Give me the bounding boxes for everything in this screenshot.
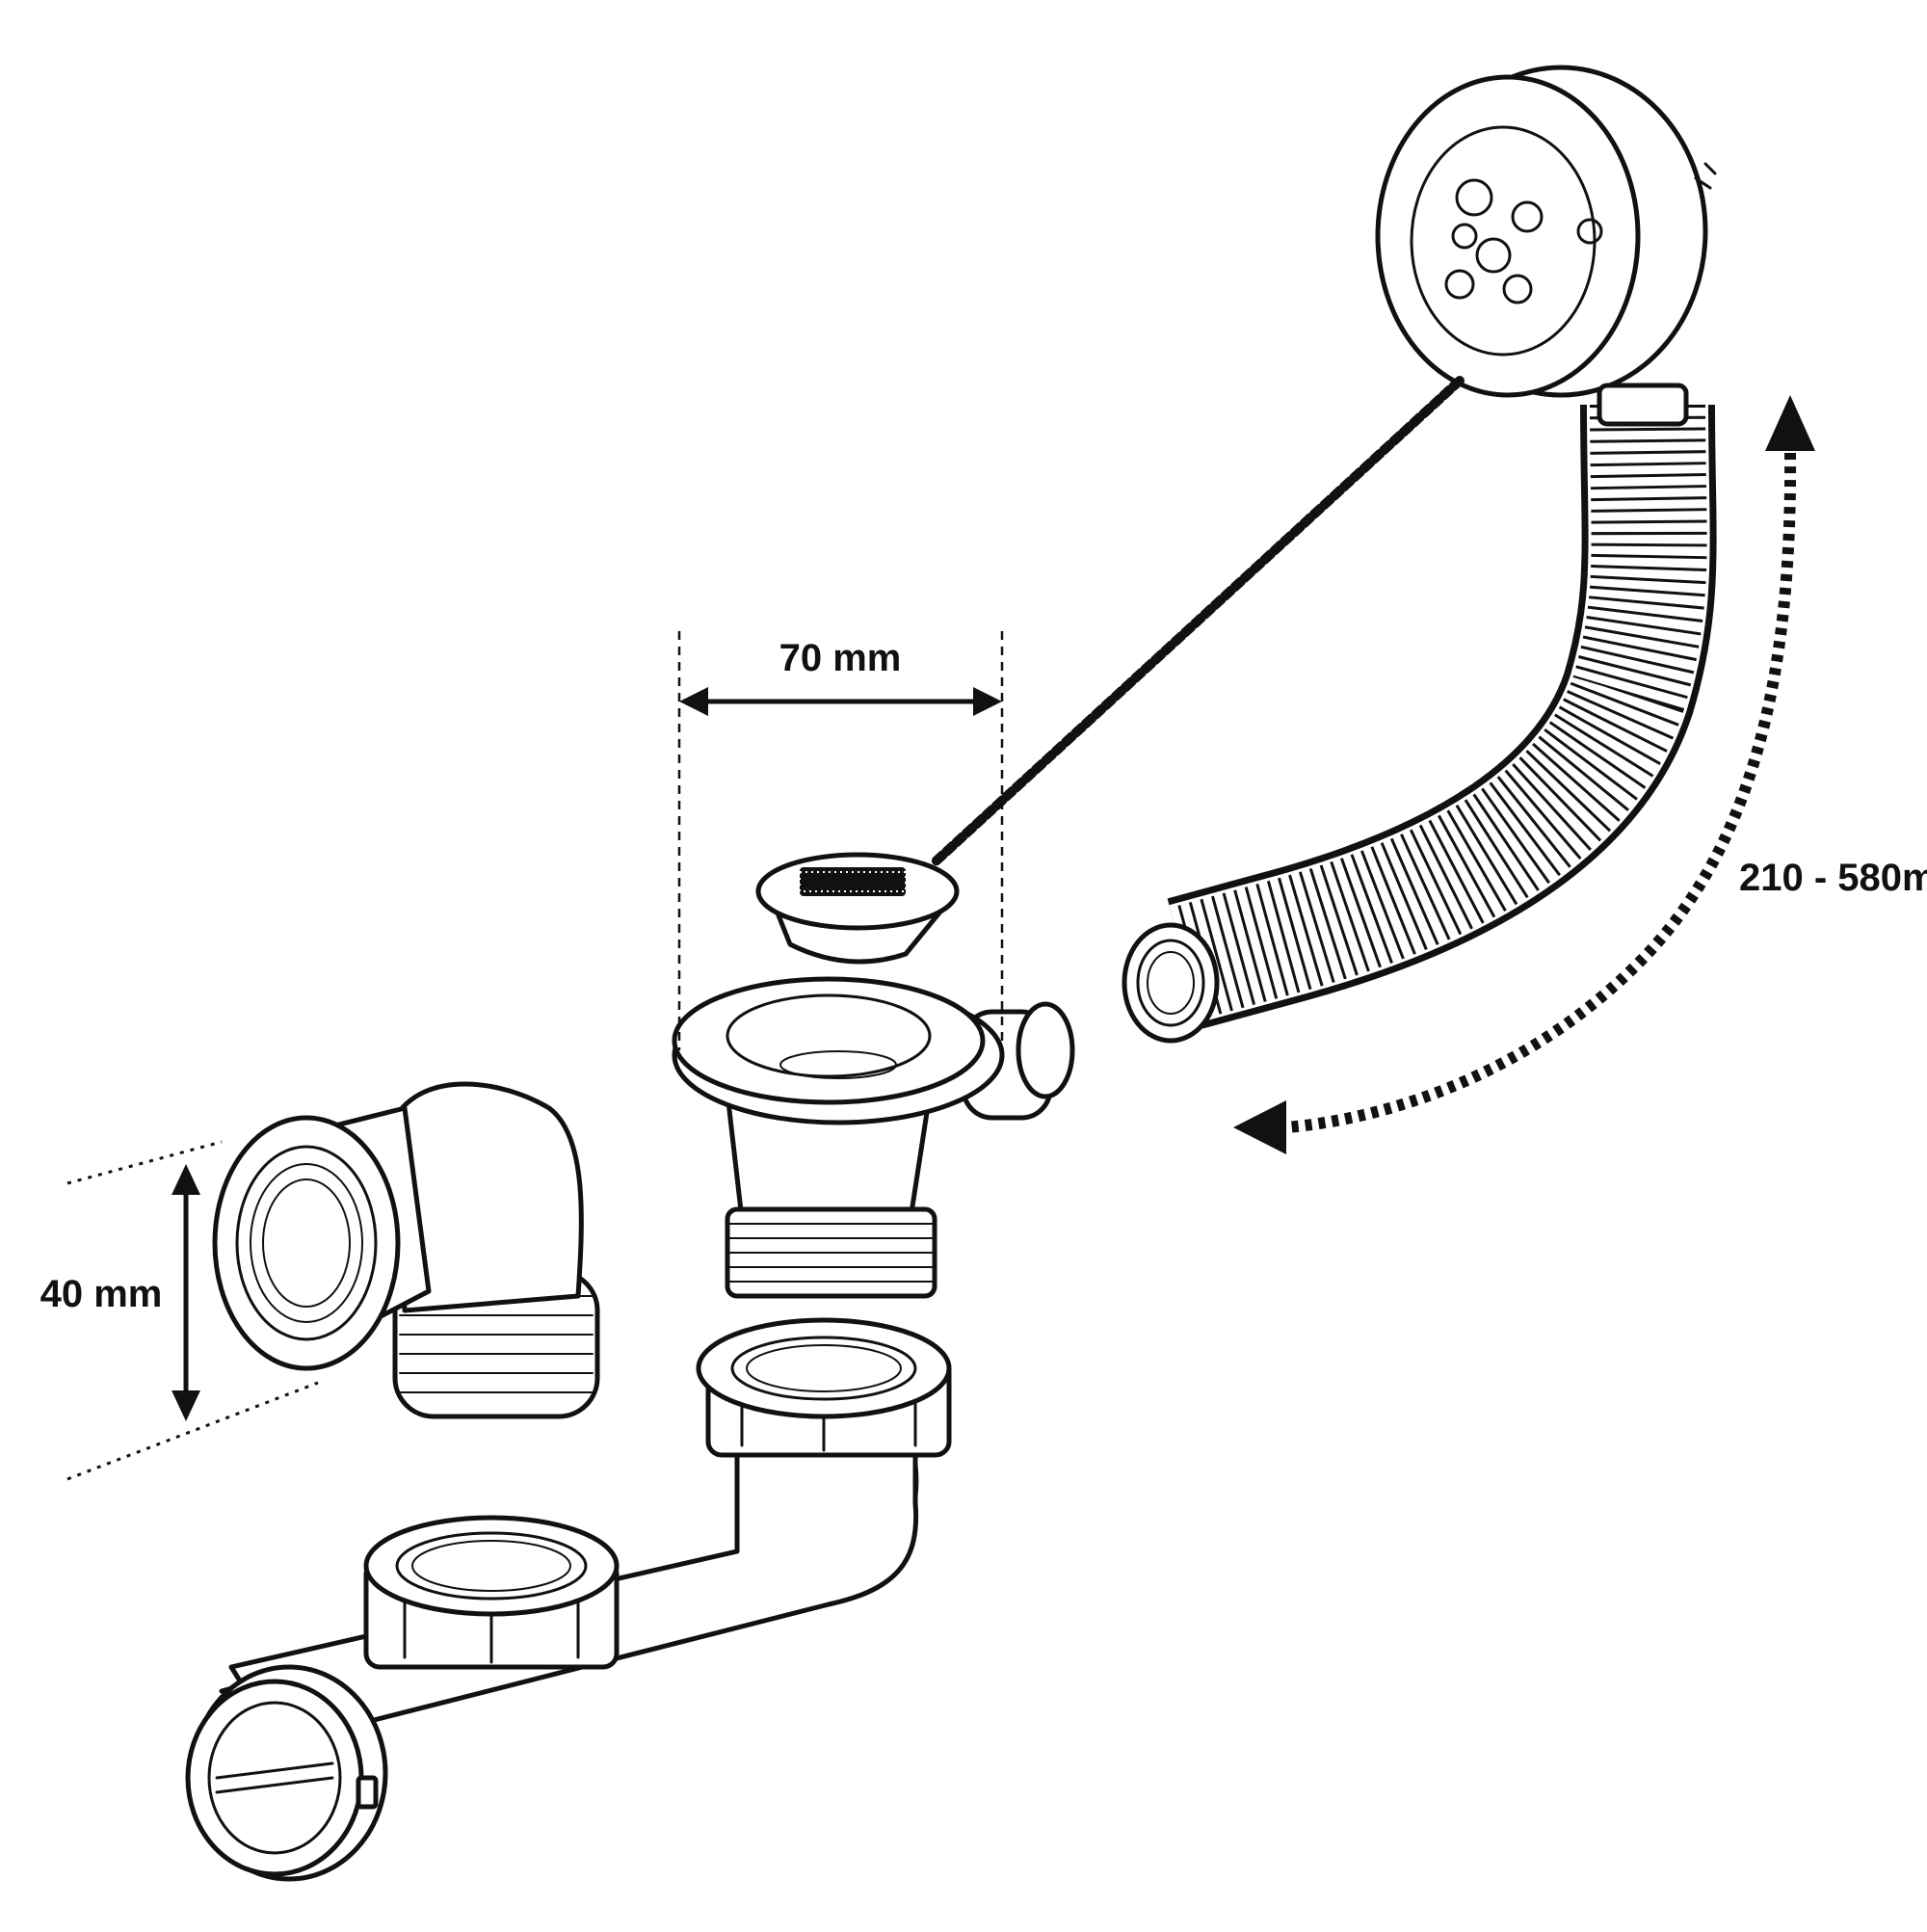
plug-stopper: [755, 852, 960, 965]
arrow-down-icon: [172, 1390, 200, 1421]
chain: [930, 376, 1465, 867]
pipe-dimension: 40 mm: [40, 1140, 319, 1481]
arrow-left-icon: [679, 687, 708, 716]
overflow-head: [1375, 65, 1717, 398]
hose-length-dimension: 210 - 580mm: [1233, 395, 1927, 1154]
arrow-up-icon: [172, 1164, 200, 1195]
arrow-left-curved-icon: [1233, 1100, 1286, 1154]
arrow-up-curved-icon: [1765, 395, 1815, 451]
elbow-connector: [212, 1081, 600, 1419]
pipe-label: 40 mm: [40, 1273, 163, 1315]
width-label: 70 mm: [779, 637, 902, 679]
strainer-body: [672, 976, 1075, 1299]
flex-hose: [1122, 383, 1717, 1044]
width-dimension: 70 mm: [677, 631, 1004, 1050]
hose-length-label: 210 - 580mm: [1739, 857, 1927, 899]
arrow-right-icon: [973, 687, 1002, 716]
trap-pipe: [185, 1317, 952, 1882]
